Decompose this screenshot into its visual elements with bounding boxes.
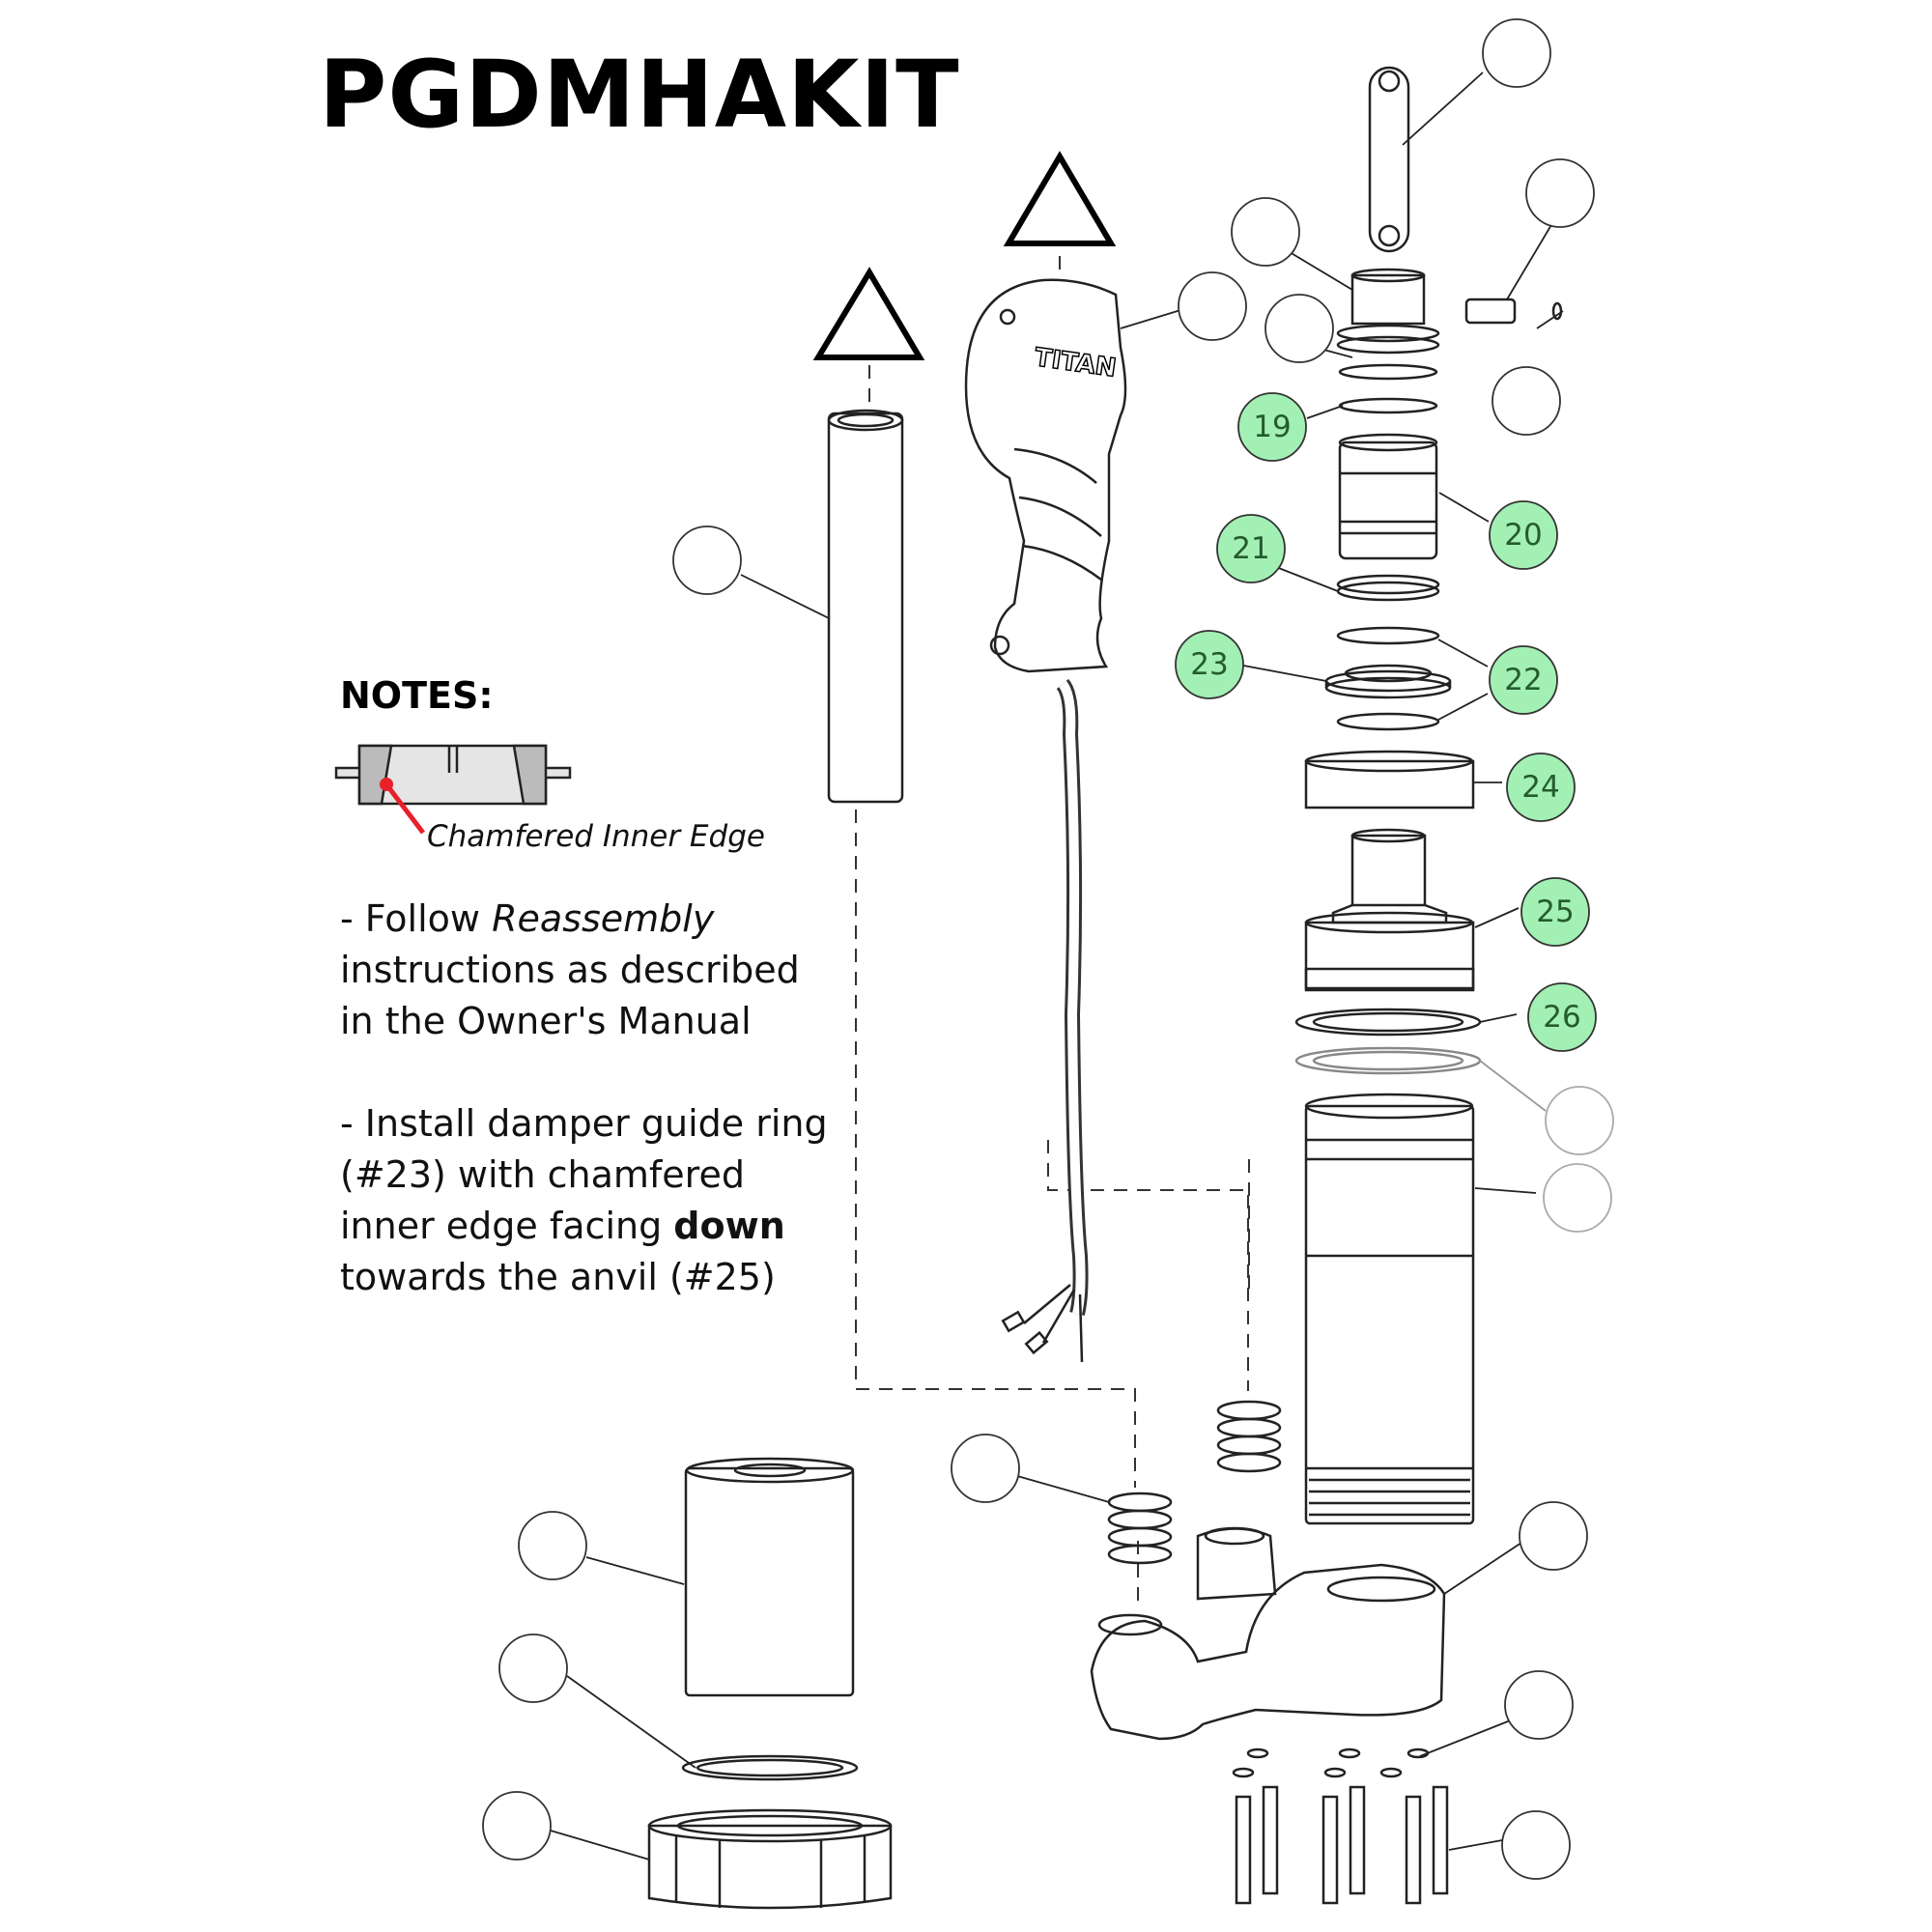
callout-23: 23 <box>1175 630 1244 699</box>
callout-21-label: 21 <box>1232 531 1269 566</box>
callout-24: 24 <box>1506 753 1576 822</box>
note-reassembly: - Follow Reassembly instructions as desc… <box>340 894 842 1047</box>
tube <box>827 409 904 804</box>
callout-24-label: 24 <box>1521 770 1559 805</box>
spring-right <box>1216 1400 1282 1473</box>
note1-prefix: - Follow <box>340 897 493 940</box>
piston-20 <box>1338 433 1438 560</box>
callout-22-label: 22 <box>1504 663 1542 697</box>
connecting-link <box>1368 66 1410 253</box>
callout-25: 25 <box>1520 877 1590 947</box>
barrel <box>1304 1093 1475 1525</box>
note2-prefix: - Install damper guide ring (#23) with c… <box>340 1102 828 1247</box>
o-ring-19 <box>1338 397 1438 414</box>
callout-25-label: 25 <box>1536 895 1574 929</box>
brand-logo: TITAN <box>1033 343 1118 384</box>
note1-rest: instructions as described in the Owner's… <box>340 949 800 1042</box>
gasket-26 <box>1294 1008 1482 1037</box>
note2-rest: towards the anvil (#25) <box>340 1256 776 1298</box>
pin <box>1464 298 1517 325</box>
anvil-25 <box>1304 828 1475 992</box>
callout-26-label: 26 <box>1543 1000 1580 1035</box>
gasket <box>1294 1046 1482 1075</box>
diagram-title: PGDMHAKIT <box>319 41 960 149</box>
o-ring <box>1338 363 1438 381</box>
note2-bold: down <box>673 1205 785 1247</box>
chamfer-pointer-dot <box>380 778 393 791</box>
upper-piston <box>1336 268 1440 355</box>
callout-19: 19 <box>1237 392 1307 462</box>
callout-26: 26 <box>1527 982 1597 1052</box>
ring-gasket <box>681 1754 859 1781</box>
blank-callouts <box>482 18 1614 1880</box>
spring-left <box>1107 1492 1173 1565</box>
washers <box>1232 1747 1430 1778</box>
callout-20: 20 <box>1489 500 1558 570</box>
warning-triangle-left <box>812 267 925 360</box>
callout-21: 21 <box>1216 514 1286 583</box>
bolts <box>1235 1785 1449 1905</box>
lock-nut <box>647 1808 893 1910</box>
note-damper-guide: - Install damper guide ring (#23) with c… <box>340 1098 842 1303</box>
clip <box>1551 301 1563 321</box>
callout-23-label: 23 <box>1190 647 1228 682</box>
assembly-guide-lines <box>855 256 1250 1608</box>
callout-20-label: 20 <box>1504 518 1542 553</box>
notes-heading: NOTES: <box>340 674 494 717</box>
chamfer-pointer <box>384 782 425 835</box>
numbered-callouts: 19 20 21 22 23 24 25 26 <box>1175 392 1597 1052</box>
chamfer-label: Chamfered Inner Edge <box>427 819 765 854</box>
damper-guide-ring-23 <box>1324 664 1452 699</box>
o-ring-22a <box>1336 626 1440 645</box>
chamfer-cross-section <box>334 744 572 806</box>
base-plate <box>1090 1526 1446 1741</box>
warning-triangle-top <box>1003 151 1117 246</box>
weight-cylinder <box>684 1457 855 1697</box>
damper-24 <box>1304 750 1475 810</box>
o-ring-22b <box>1336 712 1440 731</box>
callout-22: 22 <box>1489 645 1558 715</box>
ring-21 <box>1336 574 1440 602</box>
handle-assembly <box>964 278 1127 1363</box>
note1-emphasis: Reassembly <box>492 897 715 940</box>
callout-19-label: 19 <box>1253 410 1291 444</box>
